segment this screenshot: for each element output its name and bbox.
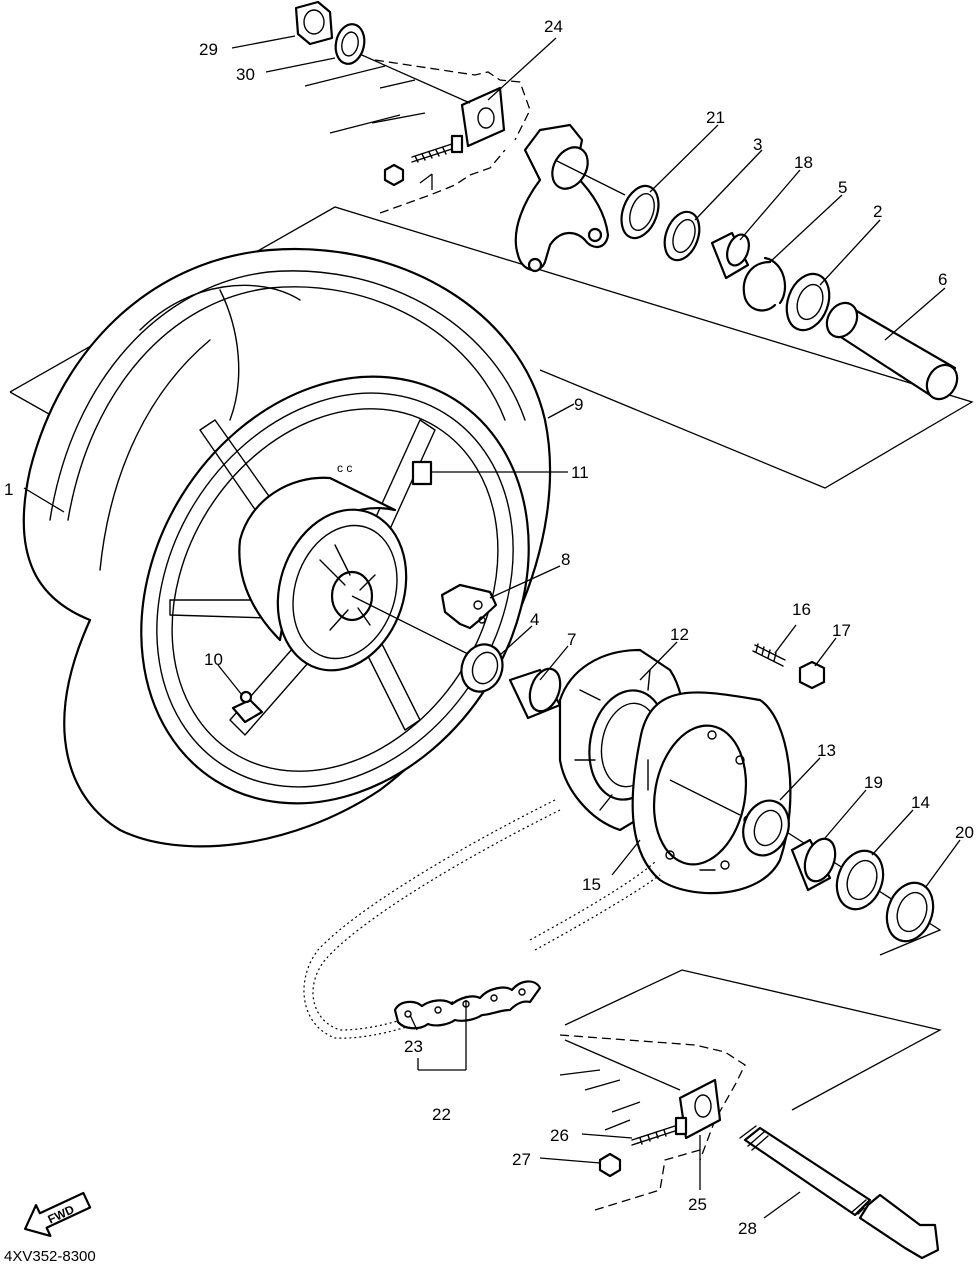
lock-nut-upper (383, 163, 405, 187)
callout-13: 13 (817, 741, 836, 760)
callout-16: 16 (792, 600, 811, 619)
callout-12: 12 (670, 625, 689, 644)
callout-14: 14 (911, 793, 930, 812)
callout-17: 17 (832, 621, 851, 640)
callout-26: 26 (550, 1126, 569, 1145)
callout-3: 3 (753, 135, 762, 154)
chain-adjuster-upper (460, 86, 506, 148)
callout-29: 29 (199, 40, 218, 59)
adjust-bolt-lower (631, 1124, 679, 1146)
seal-3 (663, 210, 701, 262)
callout-27: 27 (512, 1150, 531, 1169)
callout-9: 9 (574, 395, 583, 414)
callout-23: 23 (404, 1037, 423, 1056)
axle-washer (334, 23, 366, 65)
callout-6: 6 (938, 270, 947, 289)
spacer-6 (825, 301, 959, 401)
sprocket-15 (631, 691, 792, 895)
drive-chain (303, 799, 661, 1039)
circlip-5 (742, 256, 787, 312)
lower-group-boundary (564, 969, 942, 1111)
callout-25: 25 (688, 1195, 707, 1214)
rear-wheel: c c (22, 247, 552, 848)
callout-18: 18 (794, 153, 813, 172)
callout-24: 24 (544, 17, 563, 36)
callout-28: 28 (738, 1219, 757, 1238)
callout-11: 11 (571, 463, 589, 482)
bearing-13 (742, 799, 790, 857)
axle-nut (294, 0, 334, 46)
stud-bolt-16 (752, 643, 786, 667)
callout-4: 4 (530, 610, 539, 629)
callout-8: 8 (561, 550, 570, 569)
callout-19: 19 (864, 773, 883, 792)
lock-nut-lower (598, 1152, 622, 1178)
forward-direction-arrow: FWD (23, 1191, 92, 1238)
fwd-label: FWD (46, 1202, 77, 1226)
callout-10: 10 (204, 650, 223, 669)
adjust-bolt-upper (411, 142, 456, 163)
rear-axle (739, 1125, 940, 1260)
bearing-4 (460, 643, 504, 693)
callout-labels: 1 2 3 4 5 6 7 8 9 10 11 12 13 14 15 16 1… (4, 17, 974, 1238)
callout-2: 2 (873, 202, 882, 221)
leader-lines (23, 35, 961, 1219)
collar-19 (790, 837, 837, 892)
callout-5: 5 (838, 178, 847, 197)
damper-8 (440, 583, 498, 630)
callout-22: 22 (432, 1105, 451, 1124)
caliper-bracket (514, 123, 610, 273)
diagram-code: 4XV352-8300 (4, 1248, 96, 1265)
callout-20: 20 (955, 823, 974, 842)
sprocket-nut-17 (798, 660, 826, 690)
collar-18 (710, 231, 750, 280)
oil-seal-20 (885, 881, 935, 943)
callout-7: 7 (567, 630, 576, 649)
callout-15: 15 (582, 875, 601, 894)
callout-30: 30 (236, 65, 255, 84)
bearing-2 (785, 272, 831, 332)
callout-1: 1 (4, 480, 13, 499)
oil-seal-14 (835, 849, 885, 911)
rim-marking: c c (337, 461, 352, 475)
oil-seal-21 (620, 184, 660, 240)
collar-7 (508, 667, 562, 720)
callout-21: 21 (706, 108, 725, 127)
